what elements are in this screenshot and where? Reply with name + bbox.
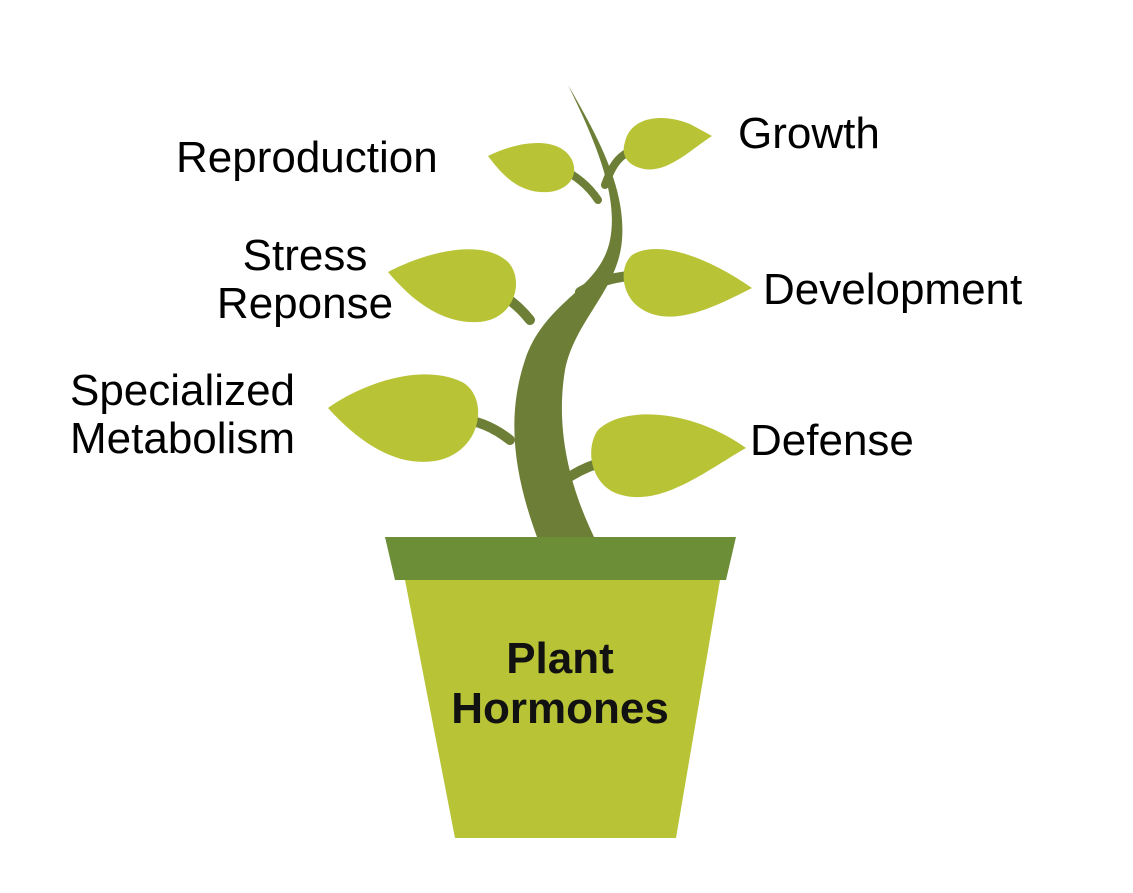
leaf-reproduction [488,143,575,193]
pot-body [405,580,720,838]
label-specialized-metabolism: Specialized Metabolism [50,367,315,463]
label-development: Development [763,266,1022,314]
label-stress-line1: Stress [242,231,368,280]
label-growth: Growth [738,110,880,158]
label-development-text: Development [763,265,1023,314]
label-reproduction: Reproduction [176,134,438,182]
label-specialized-line2: Metabolism [70,414,295,463]
leaf-development [623,249,752,317]
label-defense-text: Defense [750,416,914,465]
label-specialized-line1: Specialized [69,366,296,415]
pot-title-line1: Plant [506,634,614,683]
leaf-growth [623,118,712,170]
leaf-stress [388,249,517,323]
label-reproduction-text: Reproduction [176,133,438,182]
label-growth-text: Growth [738,109,880,158]
leaf-defense [591,414,746,498]
label-defense: Defense [750,417,914,465]
label-stress-response: Stress Reponse [200,232,410,328]
label-stress-line2: Reponse [216,279,394,328]
pot-title-line2: Hormones [451,684,669,733]
pot-title: Plant Hormones [410,634,710,734]
plant-stem [514,85,623,545]
pot-rim [385,537,736,580]
leaf-specialized [328,374,479,462]
